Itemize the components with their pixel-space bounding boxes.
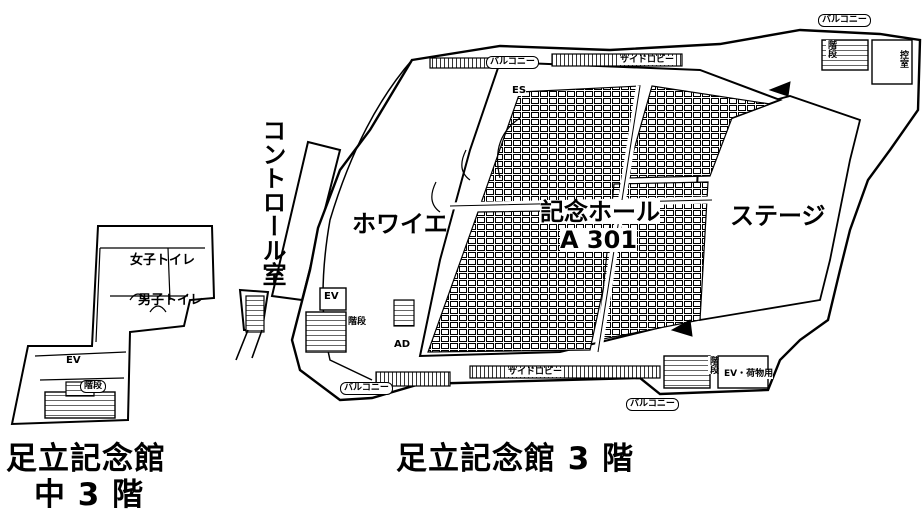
ad-label: AD bbox=[394, 339, 411, 350]
stage-label: ステージ bbox=[730, 202, 826, 230]
foyer-stairs-label: 階段 bbox=[348, 317, 367, 327]
upper-right-stairs-label: 階段 bbox=[826, 40, 836, 58]
lower-right-stairs bbox=[663, 355, 711, 389]
control-room-stairs bbox=[245, 295, 265, 333]
balcony-top-right: バルコニー bbox=[818, 14, 871, 27]
preparation-room-label: 控室 bbox=[898, 50, 908, 68]
foyer-ev-label: EV bbox=[324, 291, 339, 302]
foyer-label: ホワイエ bbox=[352, 210, 448, 238]
balcony-bottom-right: バルコニー bbox=[626, 398, 679, 411]
freight-elevator-label: EV・荷物用 bbox=[724, 369, 774, 379]
mezzanine-caption-line1: 足立記念館 bbox=[6, 441, 166, 477]
lower-right-stairs-label: 階段 bbox=[708, 356, 718, 374]
womens-toilet-label: 女子トイレ bbox=[130, 253, 196, 268]
mens-toilet-label: 男子トイレ bbox=[138, 293, 204, 308]
hall-number-label: A 301 bbox=[560, 226, 638, 254]
balcony-top-left: バルコニー bbox=[486, 56, 539, 69]
third-floor-caption: 足立記念館 3 階 bbox=[396, 441, 635, 477]
mezzanine-caption-line2: 中 3 階 bbox=[34, 477, 145, 513]
side-lobby-bottom: サイドロビー bbox=[508, 367, 563, 377]
foyer-stairs bbox=[305, 311, 347, 353]
escalator-label: ES bbox=[512, 85, 527, 96]
control-room-label: コントロール室 bbox=[258, 118, 286, 286]
mezzanine-ev-label: EV bbox=[66, 355, 81, 366]
mezzanine-stairs-label: 階段 bbox=[80, 380, 107, 393]
balcony-bottom-left: バルコニー bbox=[340, 382, 393, 395]
hall-name-label: 記念ホール bbox=[540, 198, 660, 226]
side-lobby-top: サイドロビー bbox=[620, 55, 675, 65]
